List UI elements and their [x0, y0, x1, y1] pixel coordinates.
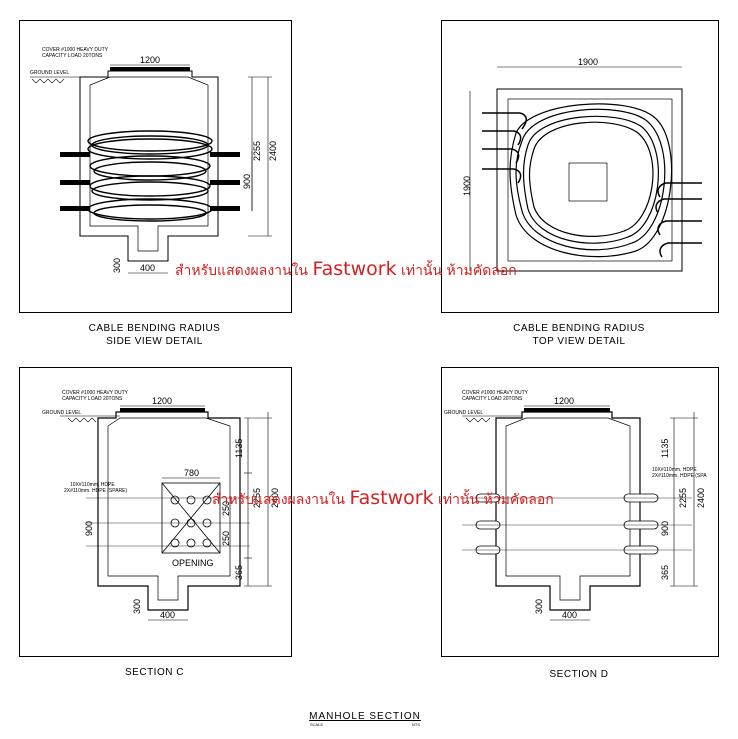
opening-label: OPENING	[172, 558, 214, 568]
ground-level-label: GROUND LEVEL	[30, 70, 69, 76]
cable-loops	[509, 103, 673, 258]
side-view-panel: GROUND LEVEL COVER #1000 HEAVY DUTY CAPA…	[19, 20, 292, 313]
left-conduits	[482, 112, 527, 184]
section-c-panel: GROUND LEVEL COVER #1000 HEAVY DUTY CAPA…	[19, 367, 292, 657]
dim-2255: 2255	[252, 141, 262, 161]
top-view-caption: CABLE BENDING RADIUS TOP VIEW DETAIL	[441, 323, 717, 347]
section-c-caption-text: SECTION C	[125, 667, 184, 678]
side-caption-line1: CABLE BENDING RADIUS	[88, 323, 221, 334]
top-caption-line2: TOP VIEW DETAIL	[532, 336, 626, 347]
scale-label: SCALE	[310, 722, 324, 727]
manhole-outer-wall	[79, 70, 219, 262]
section-c-drawing: GROUND LEVEL COVER #1000 HEAVY DUTY CAPA…	[42, 390, 280, 621]
dim-365: 365	[660, 565, 670, 580]
manhole-inner-wall	[107, 417, 231, 601]
side-view-caption: CABLE BENDING RADIUS SIDE VIEW DETAIL	[19, 323, 290, 347]
opening-frame	[161, 482, 221, 554]
ground-hatch	[462, 415, 522, 423]
dim-400: 400	[140, 263, 155, 273]
watermark-middle: สำหรับแสดงผลงานใน Fastwork เท่านั้น ห้าม…	[212, 487, 554, 511]
hdpe-label-2: 2X#110mm. HDPE (SPA	[652, 473, 707, 479]
side-caption-line2: SIDE VIEW DETAIL	[106, 336, 203, 347]
dim-1135: 1135	[234, 439, 244, 458]
dim-2255: 2255	[252, 488, 262, 508]
dim-400: 400	[160, 610, 175, 620]
dim-900: 900	[242, 174, 252, 189]
cover-label-2: CAPACITY LOAD 20TONS	[462, 396, 523, 402]
cover-label-2: CAPACITY LOAD 20TONS	[62, 396, 123, 402]
dim-2400: 2400	[270, 488, 280, 508]
nts-label: NTS	[412, 722, 420, 727]
conduit-ends	[60, 152, 240, 211]
cover-label-1: COVER #1000 HEAVY DUTY	[42, 47, 109, 53]
right-conduits	[655, 182, 702, 258]
section-d-caption-text: SECTION D	[549, 669, 609, 680]
manhole-inner-square	[507, 98, 673, 262]
dim-1900-h: 1900	[578, 57, 598, 67]
manhole-outer-wall	[495, 411, 641, 611]
manhole-outer-wall	[97, 411, 241, 611]
dim-250a: 250	[221, 501, 231, 516]
manhole-opening	[568, 162, 608, 202]
watermark-brand: Fastwork	[312, 258, 397, 280]
section-d-panel: GROUND LEVEL COVER #1000 HEAVY DUTY CAPA…	[441, 367, 719, 657]
watermark-text-1: สำหรับแสดงผลงานใน	[212, 492, 350, 508]
hdpe-label-2: 2X#110mm. HDPE (SPARE)	[64, 488, 128, 494]
dim-2400: 2400	[696, 488, 706, 508]
ground-level-label: GROUND LEVEL	[444, 410, 483, 416]
dim-300: 300	[112, 258, 122, 273]
dim-1200: 1200	[152, 396, 172, 406]
watermark-text-2: เท่านั้น ห้ามคัดลอก	[433, 492, 554, 508]
ground-level-label: GROUND LEVEL	[42, 410, 81, 416]
dim-780: 780	[184, 468, 199, 478]
manhole-cover	[120, 408, 205, 412]
dim-2400: 2400	[268, 141, 278, 161]
dim-300: 300	[132, 599, 142, 614]
cover-label-1: COVER #1000 HEAVY DUTY	[462, 390, 529, 396]
top-view-panel: 1900 1900	[441, 20, 719, 313]
hdpe-label-1: 10X#110mm. HDPE	[70, 482, 115, 488]
dim-250b: 250	[221, 531, 231, 546]
ground-hatch	[30, 76, 80, 84]
side-view-drawing: GROUND LEVEL COVER #1000 HEAVY DUTY CAPA…	[30, 47, 278, 274]
dim-900: 900	[84, 521, 94, 536]
cover-label-2: CAPACITY LOAD 20TONS	[42, 53, 103, 59]
watermark-top: สำหรับแสดงผลงานใน Fastwork เท่านั้น ห้าม…	[175, 258, 517, 282]
cable-coils	[87, 130, 213, 222]
dim-300: 300	[534, 599, 544, 614]
ground-hatch	[60, 415, 120, 423]
dim-1200: 1200	[554, 396, 574, 406]
manhole-inner-wall	[505, 417, 631, 601]
cover-label-1: COVER #1000 HEAVY DUTY	[62, 390, 129, 396]
watermark-text-1: สำหรับแสดงผลงานใน	[175, 263, 313, 279]
hdpe-label-1: 10X#110mm. HDPE	[652, 467, 697, 473]
manhole-inner-wall	[89, 76, 209, 252]
watermark-brand: Fastwork	[349, 487, 434, 509]
manhole-cover	[110, 67, 190, 71]
dim-900: 900	[660, 521, 670, 536]
section-d-caption: SECTION D	[441, 669, 717, 680]
dim-1900-v: 1900	[462, 176, 472, 196]
drawing-title: MANHOLE SECTION SCALE NTS	[300, 711, 430, 727]
watermark-text-2: เท่านั้น ห้ามคัดลอก	[396, 263, 517, 279]
dim-400: 400	[562, 610, 577, 620]
dim-2255: 2255	[678, 488, 688, 508]
dim-365: 365	[234, 565, 244, 580]
section-c-caption: SECTION C	[19, 667, 290, 678]
dim-1200: 1200	[140, 55, 160, 65]
section-d-drawing: GROUND LEVEL COVER #1000 HEAVY DUTY CAPA…	[444, 390, 707, 621]
drawing-title-text: MANHOLE SECTION	[309, 711, 421, 722]
top-caption-line1: CABLE BENDING RADIUS	[513, 323, 645, 334]
top-view-drawing: 1900 1900	[462, 57, 702, 272]
manhole-outer-square	[496, 88, 683, 272]
dim-1135: 1135	[660, 439, 670, 458]
manhole-cover	[524, 408, 610, 412]
